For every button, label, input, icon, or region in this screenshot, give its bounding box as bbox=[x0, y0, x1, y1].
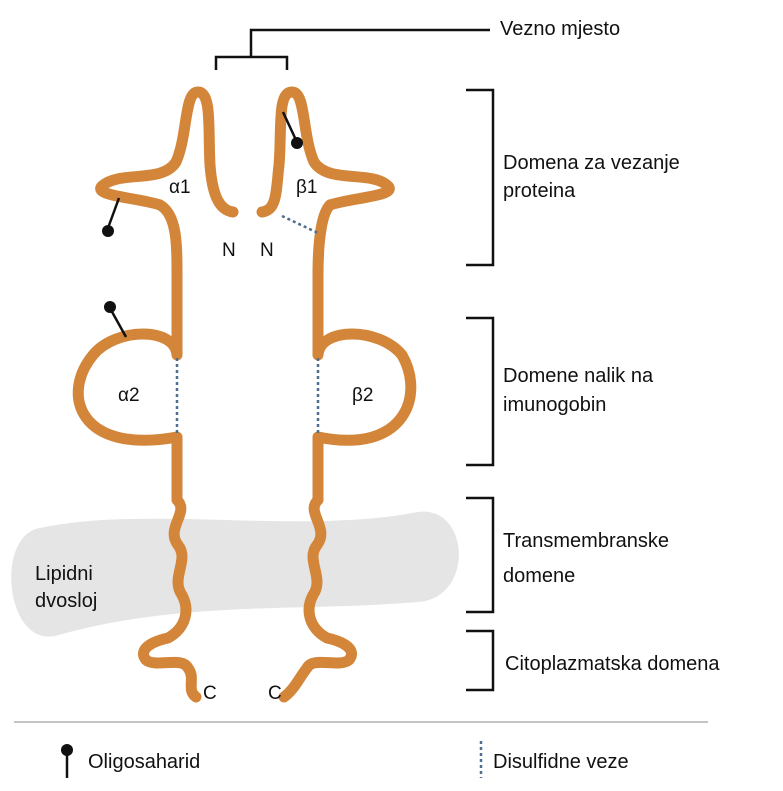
binding-site-bracket bbox=[216, 30, 490, 70]
tm-domain-label-line2: domene bbox=[503, 565, 575, 587]
disulfide-bond-beta1 bbox=[282, 216, 318, 233]
legend: Oligosaharid Disulfidne veze bbox=[14, 722, 708, 778]
domain-brackets bbox=[466, 90, 493, 690]
cyto-domain-label: Citoplazmatska domena bbox=[505, 653, 720, 675]
beta2-label: β2 bbox=[352, 385, 374, 406]
oligosaccharide-icon bbox=[104, 301, 126, 337]
c-terminus-beta: C bbox=[268, 683, 282, 704]
ig-domain-label-line2: imunogobin bbox=[503, 394, 606, 416]
n-terminus-alpha: N bbox=[222, 240, 236, 261]
bracket-tm-domain bbox=[466, 498, 493, 612]
alpha1-label: α1 bbox=[169, 177, 191, 198]
ig-domain-label-line1: Domene nalik na bbox=[503, 365, 654, 387]
membrane-label-line2: dvosloj bbox=[35, 590, 97, 612]
legend-oligosaccharide-icon bbox=[61, 744, 73, 778]
bracket-cyto-domain bbox=[466, 631, 493, 690]
disulfide-bonds bbox=[177, 216, 318, 434]
binding-site-label: Vezno mjesto bbox=[500, 18, 620, 40]
beta1-label: β1 bbox=[296, 177, 318, 198]
bracket-peptide-domain bbox=[466, 90, 493, 265]
legend-oligosaccharide-label: Oligosaharid bbox=[88, 751, 200, 773]
peptide-domain-label-line1: Domena za vezanje bbox=[503, 152, 680, 174]
bracket-ig-domain bbox=[466, 318, 493, 465]
membrane-label-line1: Lipidni bbox=[35, 563, 93, 585]
alpha2-label: α2 bbox=[118, 385, 140, 406]
oligosaccharide-icon bbox=[102, 198, 119, 237]
c-terminus-alpha: C bbox=[203, 683, 217, 704]
peptide-domain-label-line2: proteina bbox=[503, 180, 576, 202]
oligosaccharides bbox=[102, 112, 303, 337]
n-terminus-beta: N bbox=[260, 240, 274, 261]
tm-domain-label-line1: Transmembranske bbox=[503, 530, 669, 552]
legend-disulfide-label: Disulfidne veze bbox=[493, 751, 629, 773]
